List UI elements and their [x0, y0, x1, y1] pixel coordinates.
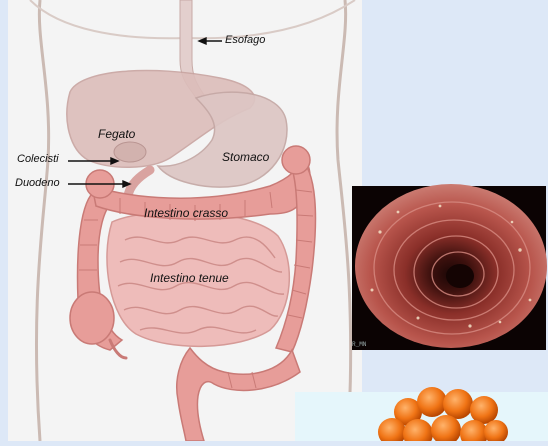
endoscopy-photo [352, 184, 547, 350]
gallbladder [114, 142, 146, 162]
label-intestino-crasso: Intestino crasso [144, 206, 228, 220]
label-esofago: Esofago [225, 34, 265, 46]
label-stomaco: Stomaco [222, 150, 269, 164]
label-fegato: Fegato [98, 127, 135, 141]
label-intestino-tenue: Intestino tenue [150, 271, 229, 285]
label-colecisti: Colecisti [17, 153, 59, 165]
label-duodeno: Duodeno [15, 177, 60, 189]
endoscopy-caption: R_MN [352, 341, 366, 348]
